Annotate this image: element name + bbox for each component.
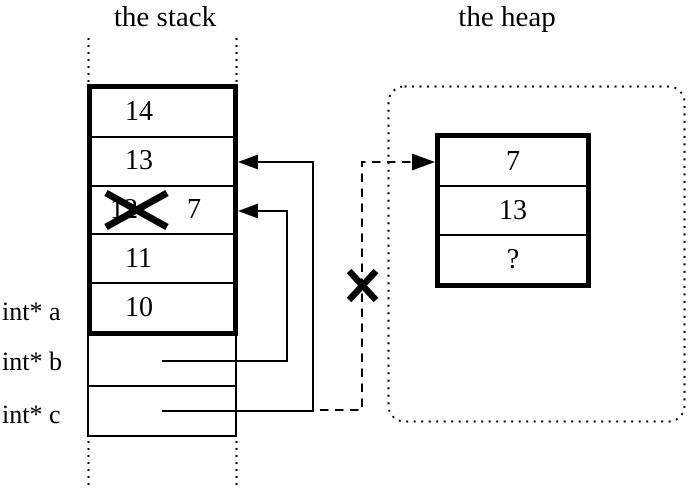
stack-frame-new-value: 7 — [187, 193, 201, 225]
heap-cell-value: ? — [506, 243, 520, 275]
heap-block-box: 7 13 ? — [435, 133, 591, 288]
variable-label-c: int* c — [2, 400, 61, 429]
stack-box: 14 13 12 7 11 10 — [87, 84, 238, 336]
variable-label-a: int* a — [2, 297, 61, 326]
heap-cell: 13 — [440, 187, 586, 236]
severed-link-x-icon — [346, 268, 379, 303]
pointer-c-arrowhead-icon — [238, 154, 258, 170]
stack-cell-pointer-b — [89, 336, 235, 387]
heap-cell: ? — [440, 236, 586, 283]
heap-title: the heap — [458, 1, 556, 33]
stack-title: the stack — [113, 1, 217, 33]
heap-cell-value: 13 — [499, 194, 527, 226]
stack-frame-row-overwritten: 12 7 — [92, 187, 233, 236]
stack-frame-value: 10 — [125, 291, 153, 323]
stack-frame-row: 14 — [92, 89, 233, 138]
stack-frame-old-value: 12 — [110, 193, 138, 225]
stack-pointer-cells — [87, 336, 237, 437]
stack-frame-value: 14 — [125, 96, 153, 128]
heap-cell: 7 — [440, 138, 586, 187]
dangling-pointer-arrowhead-icon — [412, 153, 435, 171]
heap-cell-value: 7 — [506, 145, 520, 177]
stack-frame-value: 11 — [125, 242, 152, 274]
stack-cell-pointer-c — [89, 387, 235, 436]
pointer-b-arrowhead-icon — [238, 203, 258, 219]
dangling-pointer-dashed-line — [320, 161, 413, 411]
stack-frame-row: 13 — [92, 138, 233, 187]
stack-frame-value: 13 — [125, 145, 153, 177]
stack-frame-row: 11 — [92, 235, 233, 285]
variable-label-b: int* b — [2, 347, 62, 376]
stack-frame-row: 10 — [92, 284, 233, 331]
